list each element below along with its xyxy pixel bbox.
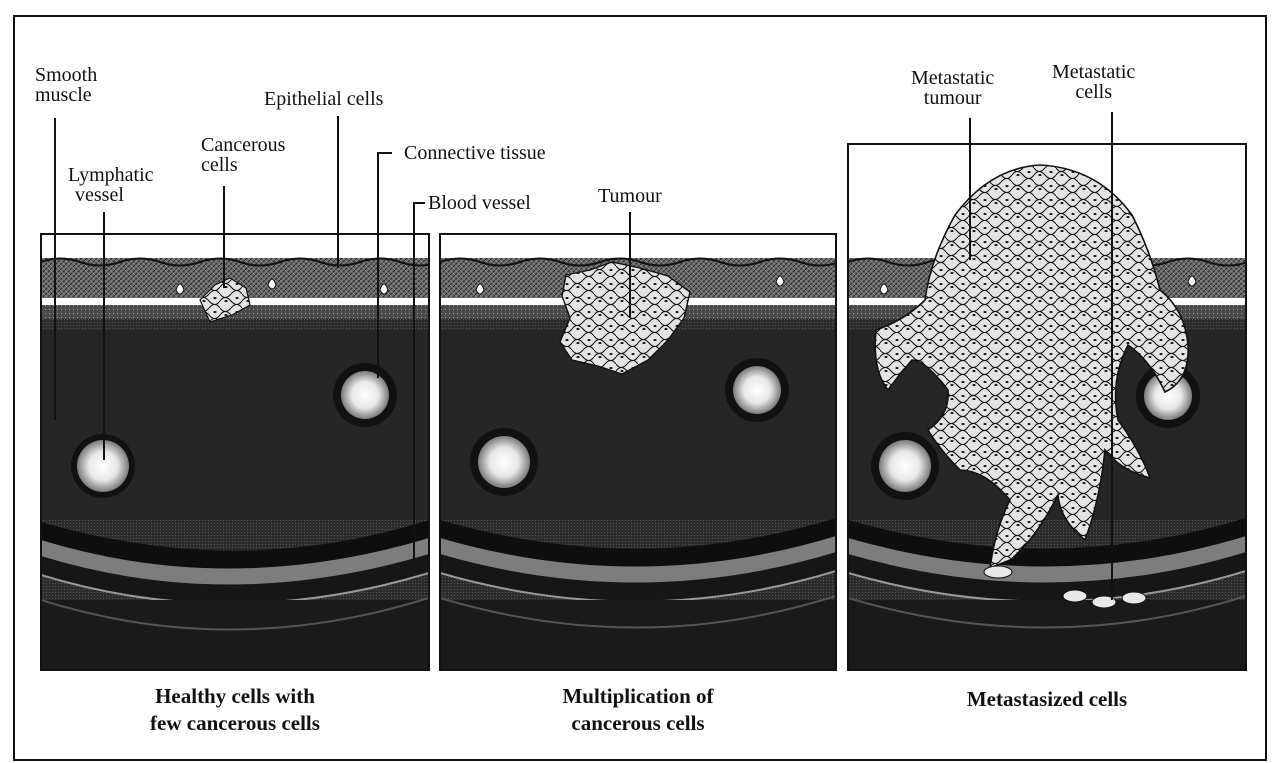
label-metastatic-tumour: Metastatic tumour	[911, 68, 994, 108]
label-smooth-muscle: Smooth muscle	[35, 65, 97, 105]
label-lymphatic-vessel-line2: vessel	[68, 185, 154, 205]
label-metastatic-cells: Metastatic cells	[1052, 62, 1135, 102]
caption-healthy-line2: few cancerous cells	[41, 710, 429, 737]
panel-healthy	[41, 234, 440, 670]
caption-metastasized-line1: Metastasized cells	[848, 686, 1246, 713]
label-metastatic-cells-line2: cells	[1052, 82, 1135, 102]
label-smooth-muscle-line2: muscle	[35, 85, 97, 105]
caption-multiplication-line1: Multiplication of	[440, 683, 836, 710]
label-cancerous-cells: Cancerous cells	[201, 135, 285, 175]
label-metastatic-cells-line1: Metastatic	[1052, 62, 1135, 82]
label-metastatic-tumour-line1: Metastatic	[911, 68, 994, 88]
label-tumour: Tumour	[598, 186, 662, 206]
caption-healthy: Healthy cells with few cancerous cells	[41, 683, 429, 737]
caption-multiplication-line2: cancerous cells	[440, 710, 836, 737]
caption-metastasized: Metastasized cells	[848, 686, 1246, 713]
label-epithelial-cells: Epithelial cells	[264, 89, 383, 109]
label-blood-vessel: Blood vessel	[428, 193, 531, 213]
label-cancerous-cells-line2: cells	[201, 155, 285, 175]
panel-multiplication	[440, 234, 840, 670]
label-cancerous-cells-line1: Cancerous	[201, 135, 285, 155]
label-smooth-muscle-line1: Smooth	[35, 65, 97, 85]
caption-healthy-line1: Healthy cells with	[41, 683, 429, 710]
panel-metastasized	[848, 144, 1248, 670]
label-lymphatic-vessel-line1: Lymphatic	[68, 165, 154, 185]
label-connective-tissue: Connective tissue	[404, 143, 546, 163]
caption-multiplication: Multiplication of cancerous cells	[440, 683, 836, 737]
label-metastatic-tumour-line2: tumour	[911, 88, 994, 108]
label-lymphatic-vessel: Lymphatic vessel	[68, 165, 154, 205]
